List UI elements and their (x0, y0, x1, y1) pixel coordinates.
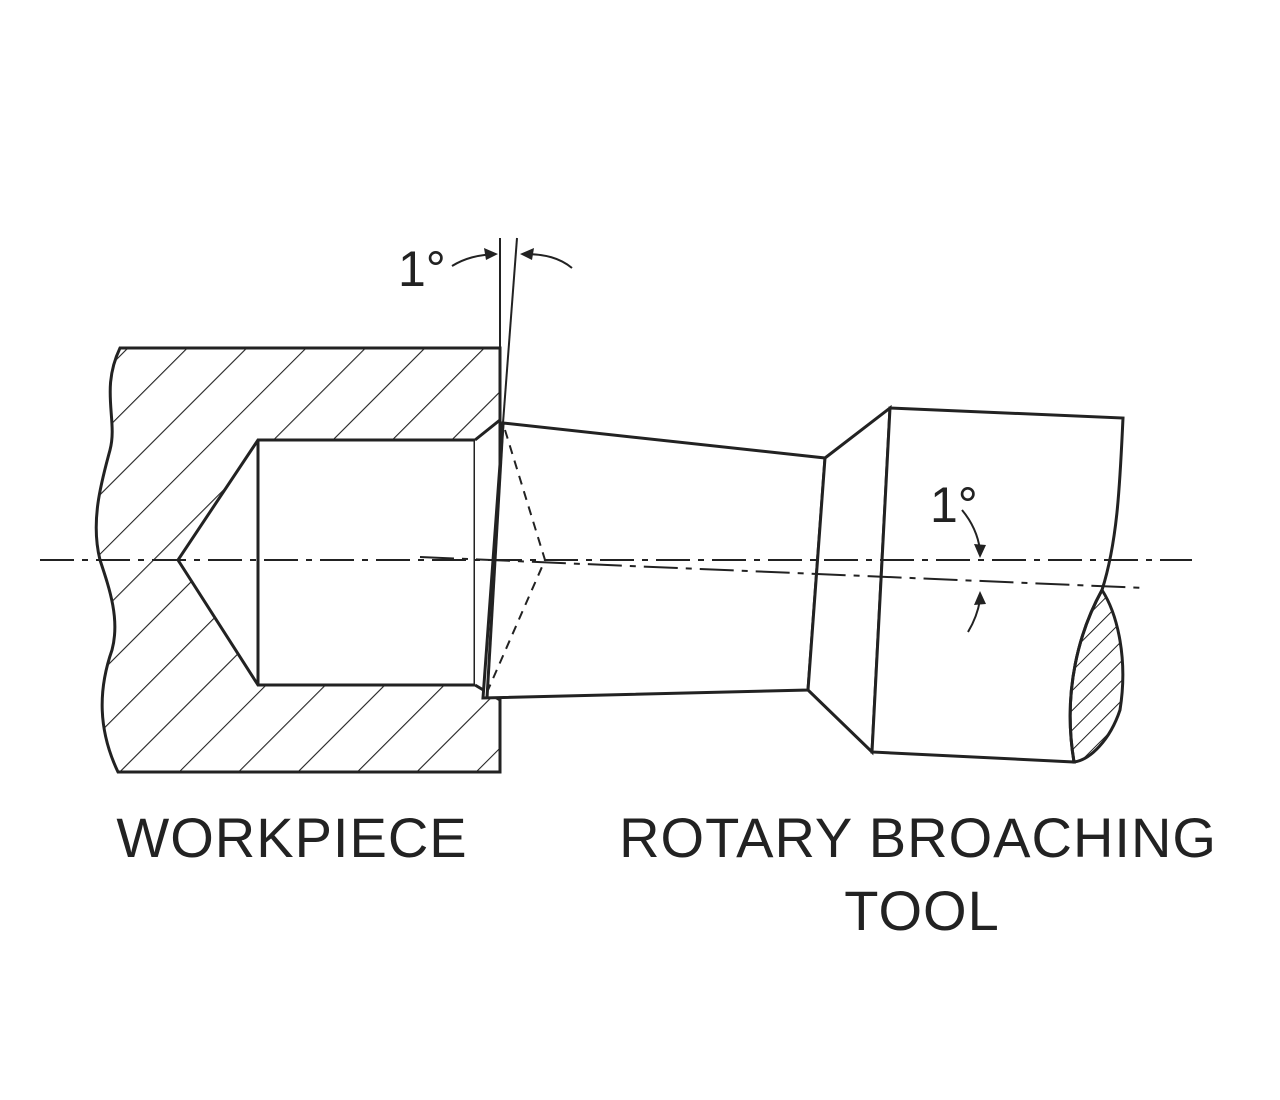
top-angle-dimension: 1° (398, 237, 573, 424)
side-angle-label: 1° (930, 477, 978, 533)
tool-caption-line1: ROTARY BROACHING (619, 806, 1217, 869)
side-arrowhead-top (974, 544, 986, 558)
rotary-broaching-tool (481, 404, 1125, 764)
workpiece-caption: WORKPIECE (116, 806, 467, 869)
workpiece-bore (176, 438, 477, 687)
centerlines (40, 556, 1192, 589)
arrowhead-right (520, 248, 534, 260)
tool-axis (419, 556, 1146, 589)
top-angle-label: 1° (398, 241, 446, 297)
side-angle-dimension: 1° (930, 477, 986, 633)
workpiece-outline (94, 346, 502, 774)
tool-caption-line2: TOOL (844, 879, 999, 942)
tool-shank-break (1068, 587, 1125, 764)
workpiece-section (96, 348, 500, 772)
arrowhead-left (484, 248, 498, 260)
extension-line-tilted (502, 237, 518, 424)
side-arrowhead-bottom (974, 591, 986, 605)
